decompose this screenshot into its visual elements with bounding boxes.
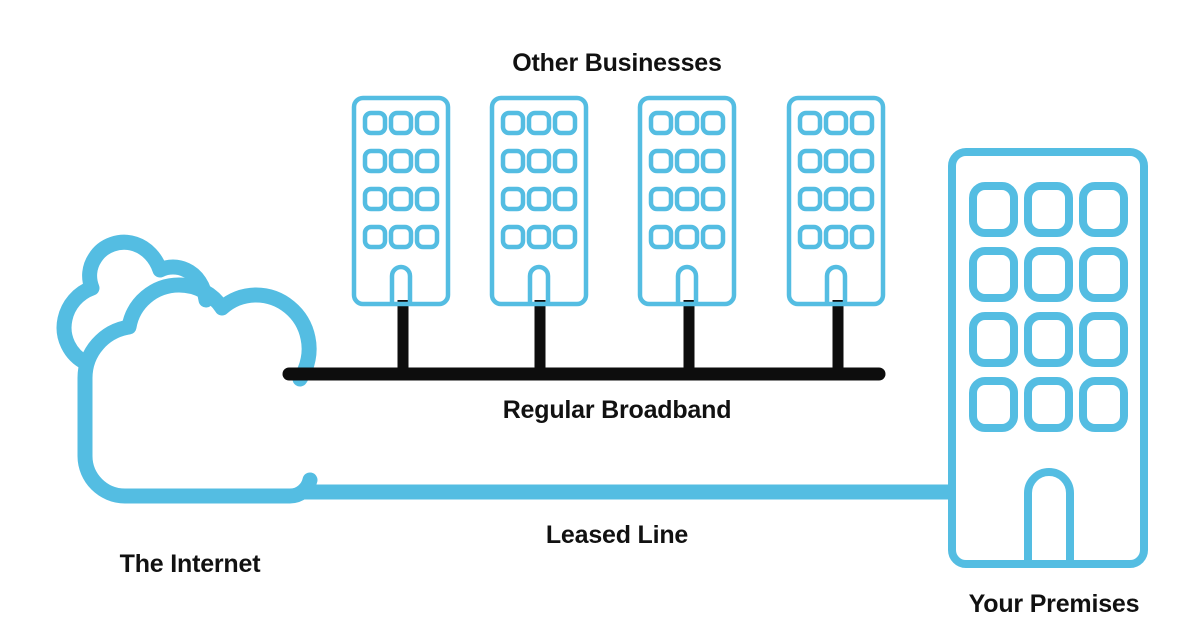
office-building-icon-4[interactable] <box>789 98 883 306</box>
office-building-icon-2[interactable] <box>492 98 586 306</box>
office-building-icon-3[interactable] <box>640 98 734 306</box>
office-building-icon-1[interactable] <box>354 98 448 306</box>
internet-cloud-node[interactable] <box>56 234 318 504</box>
regular-broadband-connection[interactable] <box>282 300 886 381</box>
label-leased-line: Leased Line <box>546 521 689 549</box>
label-your-premises: Your Premises <box>969 590 1140 618</box>
office-tower-icon[interactable] <box>952 152 1144 568</box>
label-other-businesses: Other Businesses <box>512 49 721 77</box>
cloud-icon <box>77 277 318 504</box>
label-the-internet: The Internet <box>120 550 262 578</box>
cloud-rear-puff-icon <box>56 234 214 371</box>
label-regular-broadband: Regular Broadband <box>503 396 732 424</box>
other-businesses-group <box>354 98 883 306</box>
